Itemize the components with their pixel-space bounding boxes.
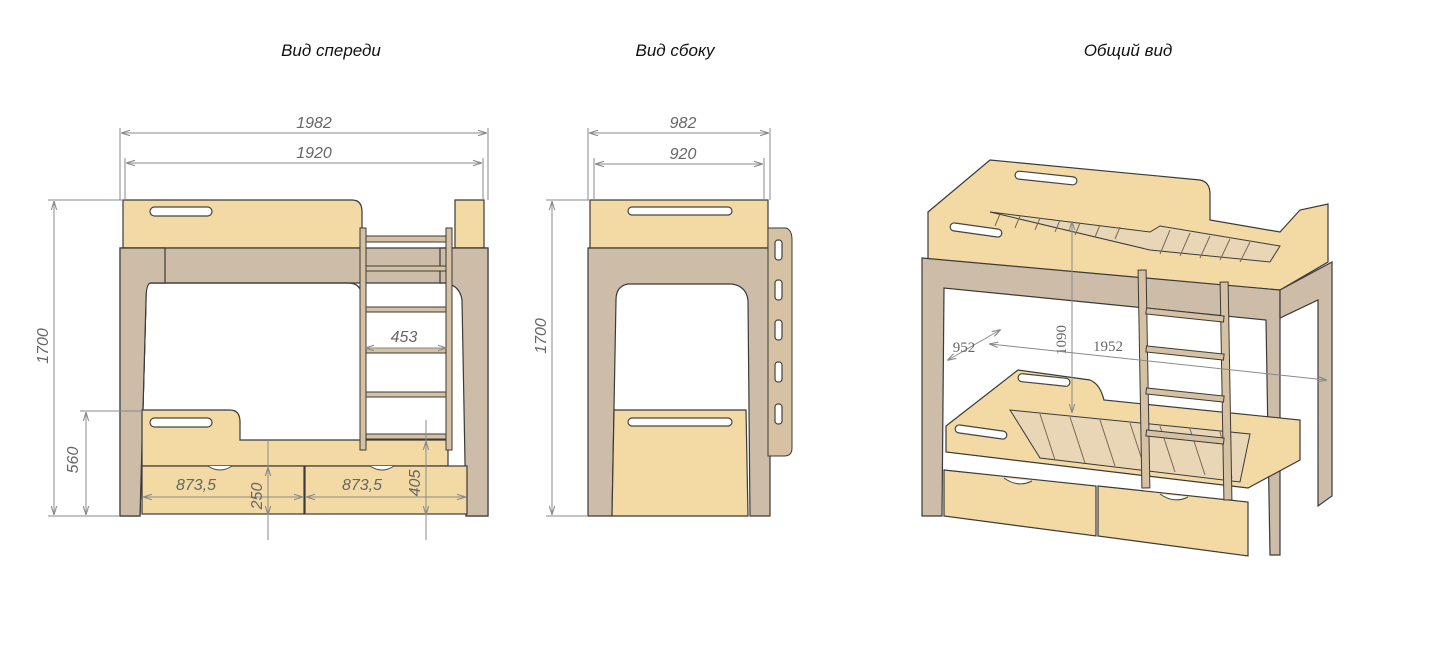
dim-clearance: 1090: [1054, 325, 1070, 355]
dim-inner-width: 1920: [296, 145, 332, 162]
dim-length: 1952: [1093, 339, 1123, 355]
iso-drawer-right: [1097, 485, 1249, 557]
front-view-title: Вид спереди: [281, 41, 381, 60]
dim-lower-height: 560: [65, 447, 82, 474]
dim-drawer-right: 873,5: [342, 477, 382, 494]
dim-ladder-step: 405: [407, 470, 424, 497]
drawer-left: [141, 465, 305, 515]
iso-drawer-left: [943, 469, 1097, 537]
dim-ladder-width: 453: [391, 329, 418, 346]
side-lower-panel: [611, 409, 749, 517]
general-view: 1090 1952 952: [921, 159, 1333, 557]
guard-handle-slot: [149, 206, 213, 217]
iso-side-frame: [1279, 260, 1333, 508]
upper-guard-end: [454, 199, 485, 249]
drawer-right: [304, 465, 468, 515]
dim-side-depth: 982: [670, 115, 697, 132]
dim-side-height: 1700: [533, 318, 550, 354]
ladder-side-profile: [767, 227, 793, 457]
ladder: [359, 227, 453, 451]
dim-drawer-height: 250: [249, 483, 266, 511]
side-frame: [587, 247, 771, 517]
lower-handle-slot: [149, 417, 213, 428]
dim-height: 1700: [35, 328, 52, 364]
side-view: 982 920 1700: [533, 115, 793, 517]
side-lower-slot: [627, 417, 733, 427]
dim-side-inner: 920: [670, 146, 697, 163]
general-view-title: Общий вид: [1084, 41, 1173, 60]
front-view: 1982 1920 1700 560 453 873,5 873,5 250 4…: [35, 115, 489, 540]
left-post: [119, 247, 166, 517]
side-handle-slot: [627, 206, 733, 216]
dim-drawer-left: 873,5: [176, 477, 216, 494]
side-view-title: Вид сбоку: [636, 41, 716, 60]
dim-depth: 952: [953, 340, 976, 356]
dim-overall-width: 1982: [296, 115, 332, 132]
